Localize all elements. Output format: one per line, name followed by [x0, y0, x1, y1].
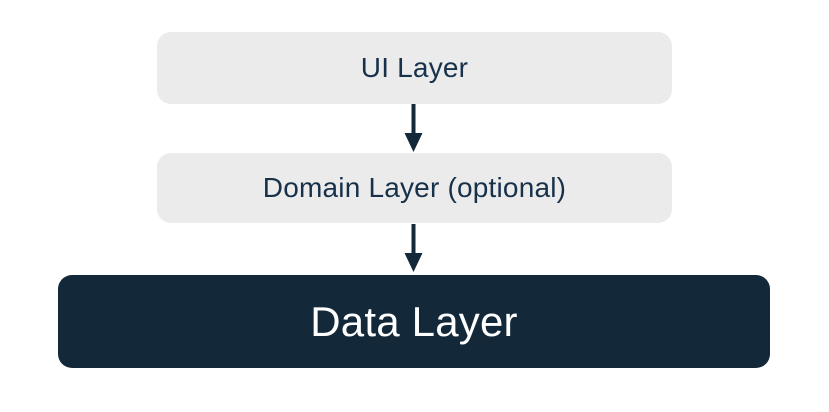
arrow-down-icon [404, 224, 423, 272]
node-domain-layer: Domain Layer (optional) [157, 153, 672, 223]
node-ui-layer: UI Layer [157, 32, 672, 104]
arrow-down-icon [404, 104, 423, 152]
node-domain-layer-label: Domain Layer (optional) [262, 172, 567, 203]
node-data-layer-label: Data Layer [310, 297, 518, 345]
node-ui-layer-label: UI Layer [360, 52, 469, 83]
node-data-layer: Data Layer [58, 275, 770, 368]
